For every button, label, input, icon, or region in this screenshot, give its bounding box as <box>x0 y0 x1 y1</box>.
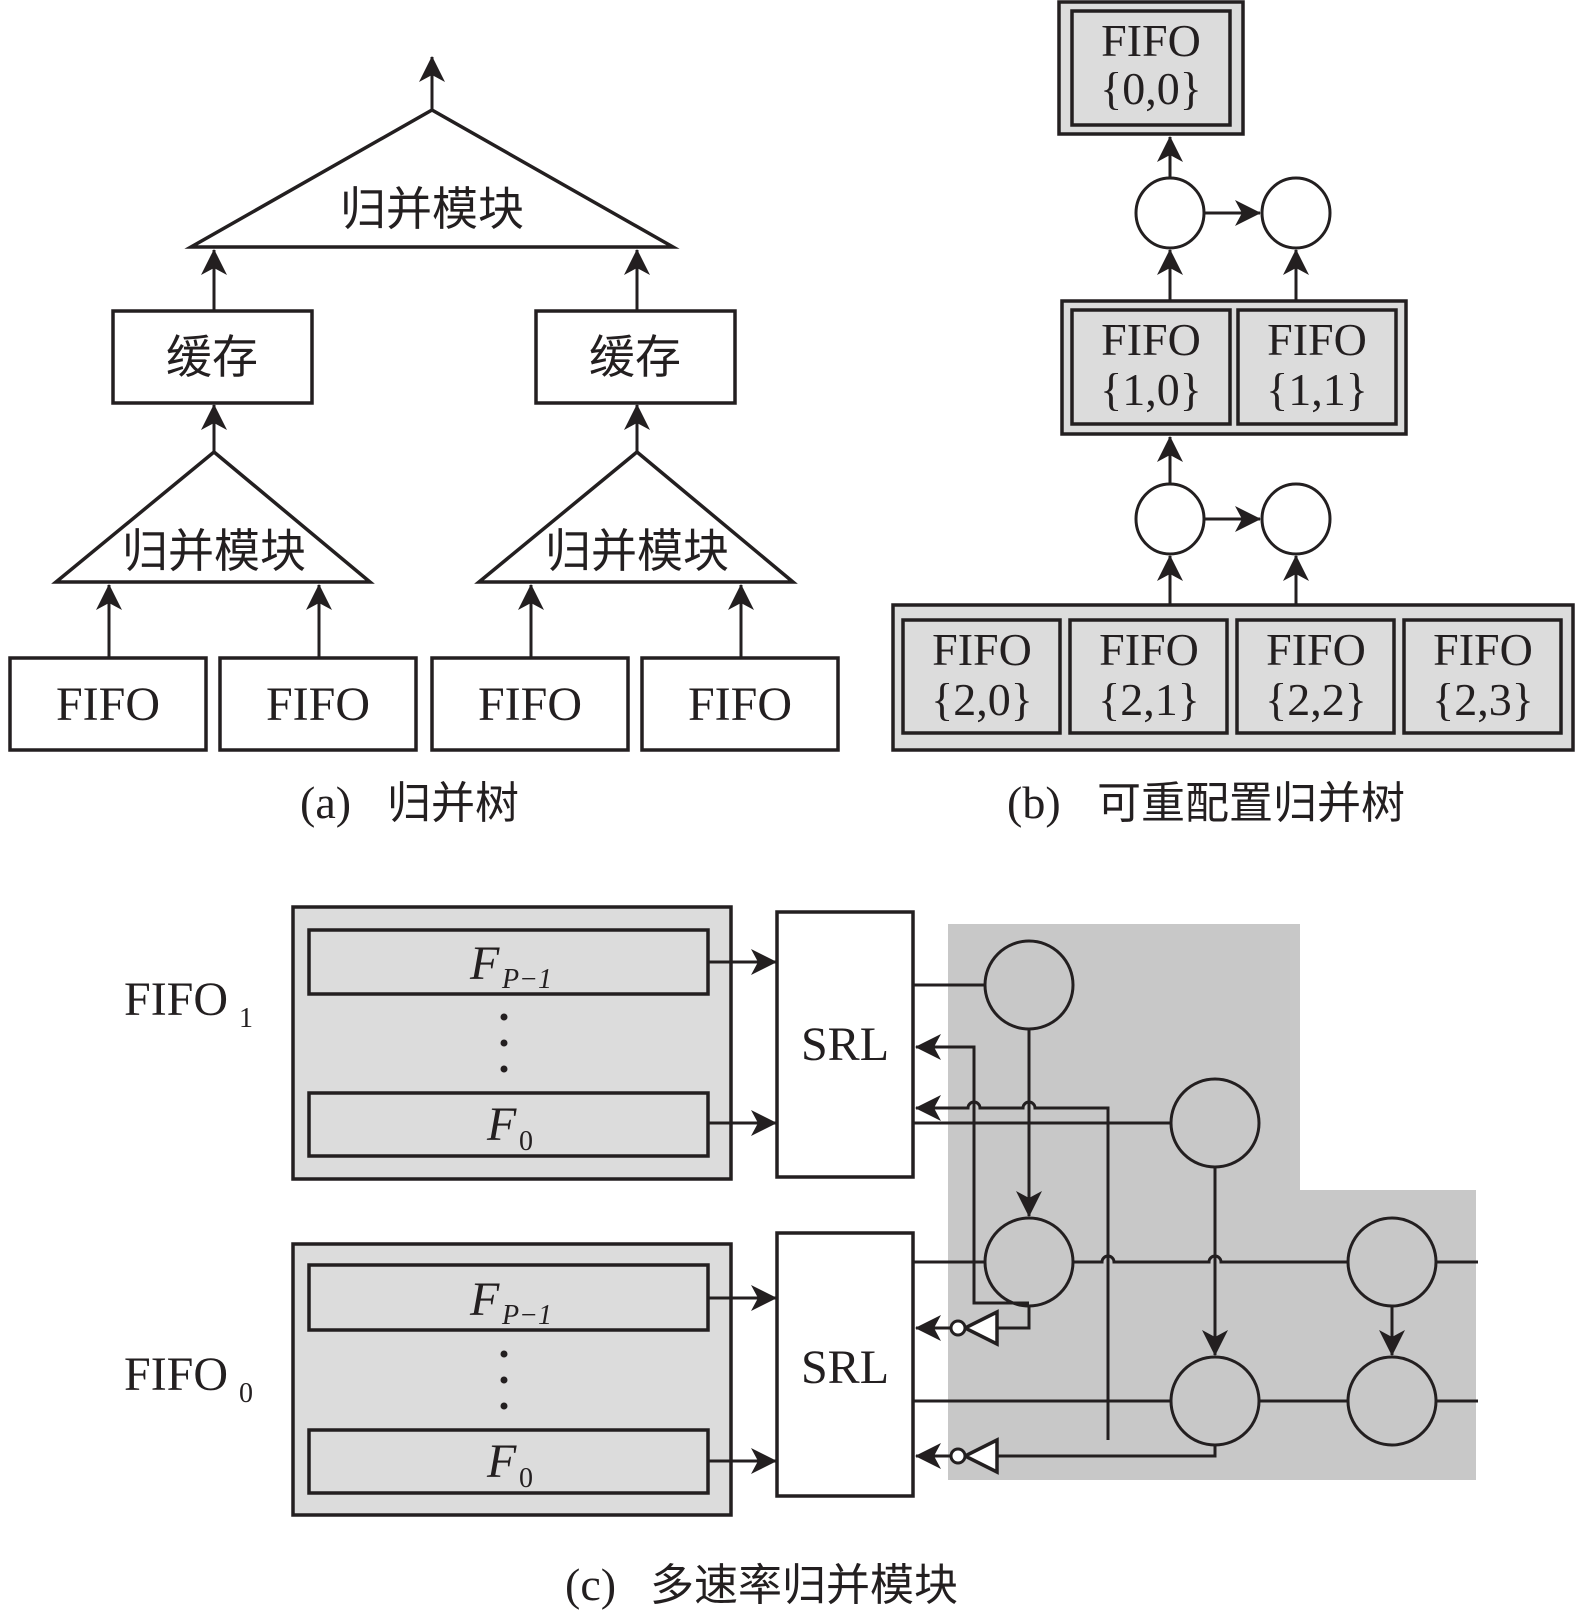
fifo-cell <box>1068 618 1229 735</box>
fifo-index: {0,0} <box>1100 63 1202 114</box>
feedback-wire <box>915 1034 976 1208</box>
fifo-index: {2,2} <box>1265 674 1367 725</box>
merge-node <box>1260 176 1332 250</box>
cell-name: F <box>486 1435 517 1488</box>
fifo-cell <box>1235 618 1396 735</box>
wire <box>997 1306 1031 1330</box>
fifo-cell-top <box>307 928 710 996</box>
fifo-name: FIFO <box>1267 314 1367 365</box>
caption-a-text: 归并树 <box>387 778 519 829</box>
wire <box>972 1208 1029 1305</box>
fifo-index: {2,0} <box>931 674 1033 725</box>
fifo-label: FIFO <box>56 678 160 731</box>
fifo-cell <box>1070 9 1232 127</box>
cell-subscript: 0 <box>519 1126 533 1157</box>
fifo-name: FIFO <box>1266 624 1366 675</box>
comparator-node <box>1169 1355 1261 1447</box>
fifo-label: FIFO <box>266 678 370 731</box>
caption-c-text: 多速率归并模块 <box>650 1560 958 1611</box>
sub-merge-module-left <box>51 449 375 584</box>
comparator-node <box>1346 1216 1438 1308</box>
comparator-node <box>983 939 1075 1031</box>
top-merge-module <box>184 107 680 249</box>
fifo-cell <box>1402 618 1563 735</box>
caption-b-label: (b) <box>1007 777 1061 828</box>
merge-node <box>1260 482 1332 556</box>
fifo1-subscript: 1 <box>239 1003 253 1034</box>
fifo-cell-bottom <box>307 1091 710 1158</box>
ellipsis-dot <box>500 1065 508 1073</box>
fifo-label: FIFO <box>688 678 792 731</box>
fifo-name: FIFO <box>1433 624 1533 675</box>
ellipsis-dot <box>500 1376 508 1384</box>
sub-merge-label-right: 归并模块 <box>545 524 729 578</box>
buffer-box-left <box>111 309 314 405</box>
fifo-cell <box>1236 308 1398 426</box>
panel-c-multirate-merge: FIFO 1 F P−1 F 0 SRL FIFO 0 F P−1 F 0 SR <box>124 905 1478 1611</box>
merge-node <box>1134 482 1206 556</box>
fifo-name: FIFO <box>1099 624 1199 675</box>
sub-merge-module-right <box>474 449 798 584</box>
fifo-index: {2,3} <box>1432 674 1534 725</box>
fifo-name: FIFO <box>932 624 1032 675</box>
merge-node <box>1134 176 1206 250</box>
panel-b-reconfigurable-tree: FIFO {0,0} FIFO {1,0} FIFO {1,1} FIFO {2… <box>891 0 1575 829</box>
fifo-box <box>640 656 840 752</box>
cell-name: F <box>486 1098 517 1151</box>
fifo-index: {2,1} <box>1098 674 1200 725</box>
cell-subscript: P−1 <box>501 1300 552 1331</box>
comparator-node <box>1169 1077 1261 1169</box>
caption-c-label: (c) <box>565 1559 616 1610</box>
fifo0-label: FIFO <box>124 1348 228 1401</box>
cell-subscript: P−1 <box>501 964 552 995</box>
fifo-label: FIFO <box>478 678 582 731</box>
caption-a-label: (a) <box>300 777 351 828</box>
srl-box-top <box>775 910 915 1179</box>
fifo-name: FIFO <box>1101 314 1201 365</box>
fifo-index: {1,0} <box>1100 364 1202 415</box>
buffer-box-right <box>534 309 737 405</box>
buffer-label-left: 缓存 <box>166 330 258 384</box>
panel-a-merge-tree: 归并模块 缓存 缓存 归并模块 归并模块 FIFO FIFO FIFO FIFO… <box>8 56 840 829</box>
inverter-icon <box>961 1309 999 1347</box>
feedback-wire-hop <box>915 1095 1110 1440</box>
srl-label: SRL <box>801 1018 889 1071</box>
buffer-label-right: 缓存 <box>589 330 681 384</box>
cell-name: F <box>469 1273 500 1326</box>
fifo1-label: FIFO <box>124 973 228 1026</box>
fifo-box <box>8 656 208 752</box>
ellipsis-dot <box>500 1013 508 1021</box>
fifo-name: FIFO <box>1101 15 1201 66</box>
comparator-node <box>1346 1355 1438 1447</box>
fifo-cell <box>1070 308 1232 426</box>
inverter-icon <box>961 1437 999 1475</box>
fifo-index: {1,1} <box>1266 364 1368 415</box>
fifo-cell <box>901 618 1062 735</box>
fifo-cell-top <box>307 1263 710 1332</box>
srl-box-bottom <box>775 1231 915 1498</box>
sub-merge-label-left: 归并模块 <box>122 524 306 578</box>
wire-hop <box>1073 1254 1348 1264</box>
comparator-node <box>983 1216 1075 1308</box>
cell-name: F <box>469 937 500 990</box>
inverter-bubble-icon <box>949 1319 967 1337</box>
wire <box>997 1445 1217 1458</box>
ellipsis-dot <box>500 1402 508 1410</box>
cell-subscript: 0 <box>519 1463 533 1494</box>
ellipsis-dot <box>500 1350 508 1358</box>
top-merge-label: 归并模块 <box>340 182 524 236</box>
comparator-region <box>948 924 1476 1480</box>
fifo0-subscript: 0 <box>239 1378 253 1409</box>
caption-b-text: 可重配置归并树 <box>1097 778 1405 829</box>
srl-label: SRL <box>801 1341 889 1394</box>
fifo-box <box>430 656 630 752</box>
ellipsis-dot <box>500 1039 508 1047</box>
inverter-bubble-icon <box>949 1447 967 1465</box>
fifo-box <box>218 656 418 752</box>
fifo-cell-bottom <box>307 1428 710 1495</box>
